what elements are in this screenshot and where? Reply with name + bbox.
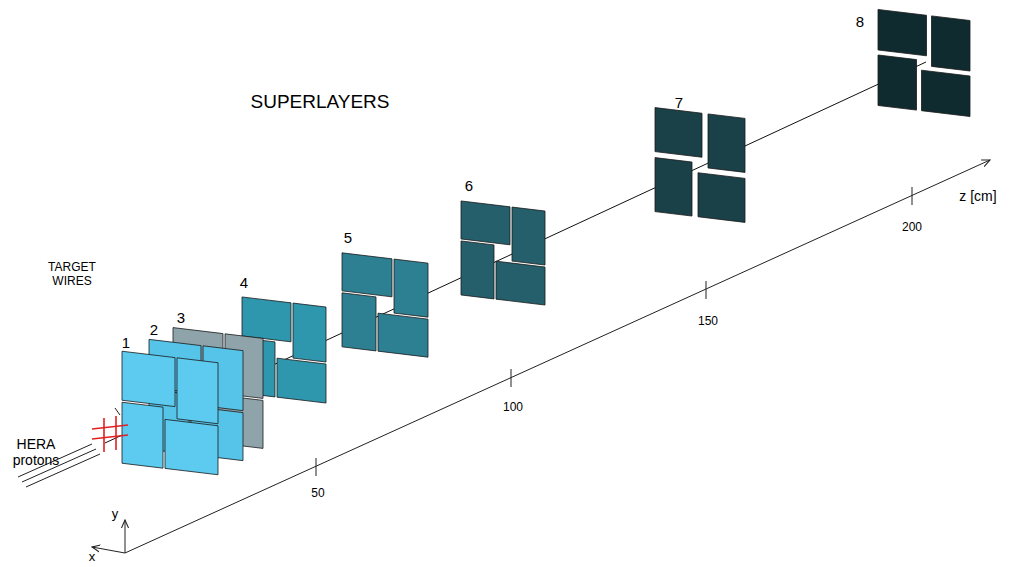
- superlayer-number: 4: [240, 274, 248, 291]
- axis-label: z [cm]: [959, 188, 996, 204]
- superlayer-number: 7: [675, 94, 683, 111]
- chamber-panel: [378, 313, 428, 357]
- chamber-panel: [655, 158, 692, 216]
- beam-label: HERA protons: [8, 436, 64, 468]
- superlayer-number: 3: [177, 309, 185, 326]
- chamber-panel: [878, 55, 917, 110]
- tick-label: 50: [311, 487, 324, 501]
- tick-label: 100: [503, 401, 523, 415]
- chamber-panel: [512, 207, 545, 265]
- pointer-arrow: [115, 408, 120, 415]
- diagram-title: SUPERLAYERS: [250, 91, 389, 113]
- chamber-panel: [277, 358, 326, 403]
- axis-ticks: [316, 187, 912, 476]
- chamber-panel: [878, 9, 927, 55]
- chamber-panel: [655, 108, 702, 158]
- axis-label: y: [112, 507, 119, 522]
- chamber-panel: [242, 297, 291, 342]
- z-axis: [125, 160, 990, 553]
- x-axis: [92, 547, 125, 553]
- tick-label: 150: [698, 315, 718, 329]
- chamber-panel: [461, 241, 494, 299]
- superlayer-number: 5: [344, 229, 352, 246]
- chamber-panel: [342, 253, 392, 297]
- chamber-panel: [122, 402, 163, 468]
- chamber-panel: [293, 303, 326, 362]
- chamber-panel: [394, 259, 428, 317]
- target-wires: [92, 416, 128, 452]
- chamber-panel: [922, 70, 971, 116]
- chamber-panel: [932, 16, 971, 71]
- chamber-panel: [461, 201, 510, 245]
- chamber-panel: [698, 173, 745, 223]
- superlayer-number: 8: [856, 13, 864, 30]
- chamber-panel: [177, 358, 218, 424]
- axis-label: x: [89, 550, 96, 565]
- superlayer-number: 6: [465, 177, 473, 194]
- superlayer-panels: [122, 9, 970, 474]
- chamber-panel: [165, 419, 218, 474]
- tick-label: 200: [902, 221, 922, 235]
- chamber-panel: [496, 261, 545, 305]
- chamber-panel: [122, 351, 175, 406]
- target-label: TARGET WIRES: [41, 261, 103, 289]
- chamber-panel: [708, 114, 745, 172]
- y-axis: [125, 520, 126, 553]
- superlayer-number: 2: [150, 321, 158, 338]
- beam-line: [105, 62, 926, 443]
- superlayer-number: 1: [122, 334, 130, 351]
- chamber-panel: [342, 293, 376, 351]
